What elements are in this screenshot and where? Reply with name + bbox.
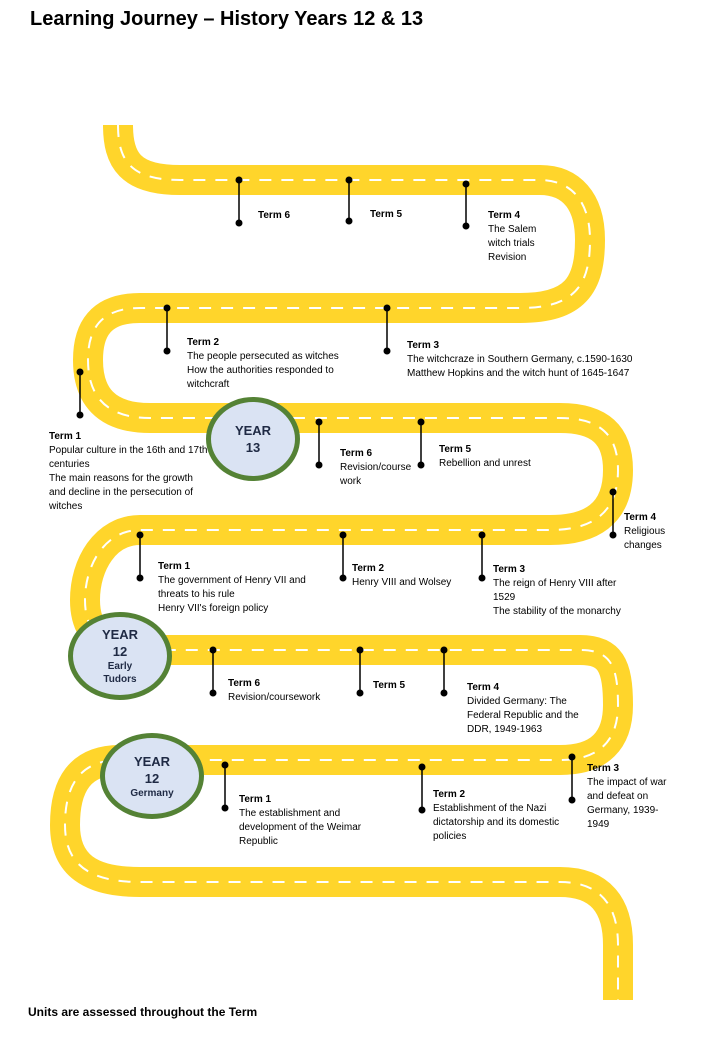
term-marker-dot	[356, 646, 364, 654]
term-marker-dot	[356, 689, 364, 697]
term-marker-dot	[136, 531, 144, 539]
term-marker-dot	[568, 796, 576, 804]
year-badge-line1: YEAR	[133, 753, 171, 769]
term-marker-dot	[76, 368, 84, 376]
term-marker-dot	[418, 763, 426, 771]
term-marker-dot	[339, 531, 347, 539]
term-marker-dot	[221, 804, 229, 812]
term-marker-dot	[76, 411, 84, 419]
year-badge-line1: YEAR	[234, 423, 272, 438]
footer-note: Units are assessed throughout the Term	[28, 1005, 258, 1019]
term-marker-dot	[478, 531, 486, 539]
page-title: Learning Journey – History Years 12 & 13	[30, 8, 424, 30]
year-12-germany-badge: YEAR 12 Germany	[100, 733, 204, 819]
term-marker-dot	[462, 222, 470, 230]
term-marker-dot	[209, 689, 217, 697]
term-marker-dot	[383, 304, 391, 312]
term-label: Term 5	[370, 209, 403, 220]
term-label: Term 5	[373, 680, 406, 691]
term-marker-dot	[345, 176, 353, 184]
term-marker-dot	[418, 806, 426, 814]
term-marker-dot	[462, 180, 470, 188]
term-marker-dot	[345, 217, 353, 225]
year-badge-line3: Germany	[130, 787, 174, 799]
year-12-tudors-badge: YEAR 12 Early Tudors	[68, 612, 172, 700]
term-marker-dot	[209, 646, 217, 654]
year-badge-line2: 12	[144, 770, 160, 786]
year-badge-line1: YEAR	[101, 627, 139, 642]
term-marker-dot	[609, 488, 617, 496]
year-badge-line3: Early Tudors	[103, 661, 137, 685]
term-marker-dot	[609, 531, 617, 539]
term-marker-dot	[235, 176, 243, 184]
term-marker-dot	[163, 347, 171, 355]
term-marker-dot	[478, 574, 486, 582]
term-marker-dot	[383, 347, 391, 355]
term-marker-dot	[221, 761, 229, 769]
year-badge-line2: 13	[245, 440, 261, 455]
year-badge-line2: 12	[112, 644, 128, 659]
term-marker-dot	[440, 689, 448, 697]
term-marker-dot	[235, 219, 243, 227]
term-marker-dot	[315, 461, 323, 469]
term-marker-dot	[417, 461, 425, 469]
term-marker-dot	[315, 418, 323, 426]
term-marker-dot	[440, 646, 448, 654]
term-marker-dot	[417, 418, 425, 426]
year-13-badge: YEAR 13	[206, 397, 300, 481]
term-marker-dot	[339, 574, 347, 582]
term-label: Term 6	[258, 210, 291, 221]
term-marker-dot	[163, 304, 171, 312]
term-marker-dot	[136, 574, 144, 582]
term-marker-dot	[568, 753, 576, 761]
road-center-dashes	[63, 124, 620, 1000]
